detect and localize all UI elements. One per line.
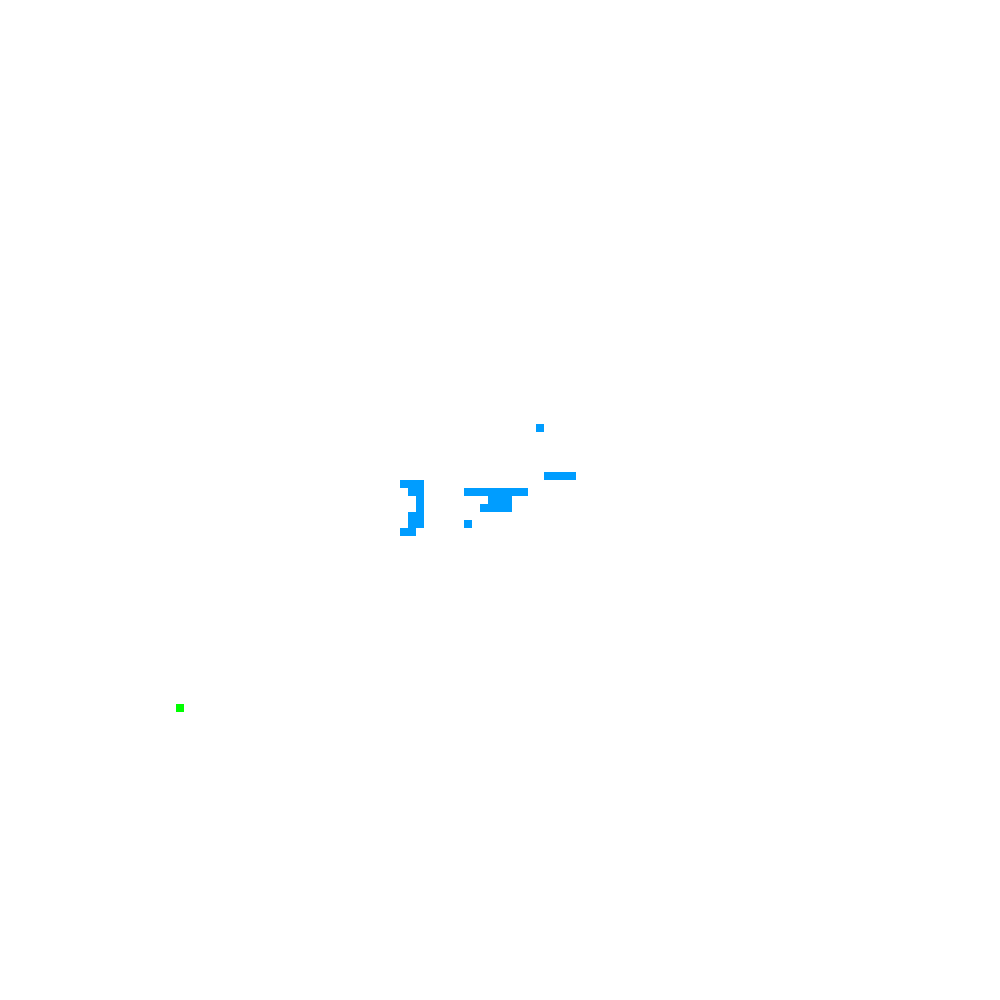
live-cell[interactable] — [400, 528, 408, 536]
live-cells-layer — [400, 424, 576, 536]
live-cell[interactable] — [408, 520, 416, 528]
live-cell[interactable] — [480, 488, 488, 496]
live-cell[interactable] — [488, 488, 496, 496]
live-cell[interactable] — [504, 488, 512, 496]
live-cell[interactable] — [416, 504, 424, 512]
live-cell[interactable] — [480, 504, 488, 512]
live-cell[interactable] — [568, 472, 576, 480]
live-cell[interactable] — [408, 512, 416, 520]
live-cell[interactable] — [504, 504, 512, 512]
live-cell[interactable] — [408, 528, 416, 536]
live-cell[interactable] — [512, 488, 520, 496]
live-cell[interactable] — [416, 480, 424, 488]
live-cell[interactable] — [496, 504, 504, 512]
live-cell[interactable] — [416, 488, 424, 496]
cursor-layer — [176, 704, 184, 712]
live-cell[interactable] — [408, 488, 416, 496]
live-cell[interactable] — [536, 424, 544, 432]
live-cell[interactable] — [544, 472, 552, 480]
cursor-cell[interactable] — [176, 704, 184, 712]
live-cell[interactable] — [472, 488, 480, 496]
live-cell[interactable] — [520, 488, 528, 496]
live-cell[interactable] — [400, 480, 408, 488]
live-cell[interactable] — [560, 472, 568, 480]
live-cell[interactable] — [488, 504, 496, 512]
live-cell[interactable] — [464, 520, 472, 528]
live-cell[interactable] — [464, 488, 472, 496]
live-cell[interactable] — [504, 496, 512, 504]
live-cell[interactable] — [416, 496, 424, 504]
live-cell[interactable] — [416, 512, 424, 520]
live-cell[interactable] — [408, 480, 416, 488]
live-cell[interactable] — [496, 488, 504, 496]
live-cell[interactable] — [552, 472, 560, 480]
live-cell[interactable] — [496, 496, 504, 504]
live-cell[interactable] — [488, 496, 496, 504]
live-cell[interactable] — [416, 520, 424, 528]
